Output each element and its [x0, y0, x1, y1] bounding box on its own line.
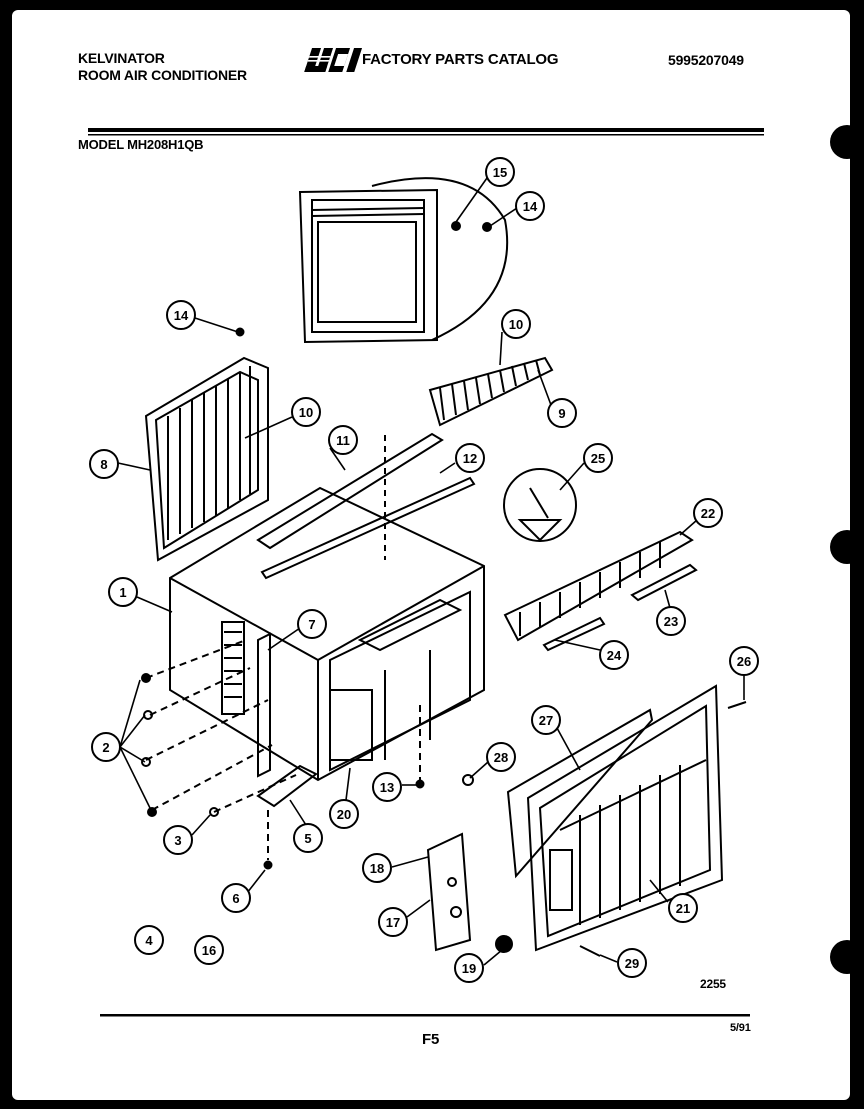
callout-14-upper: 14: [515, 191, 545, 221]
binder-hole-middle: [830, 530, 864, 564]
grille-bracket-drawing: [503, 530, 698, 652]
svg-text:14: 14: [523, 199, 538, 214]
callout-13: 13: [372, 772, 402, 802]
callout-19: 19: [454, 953, 484, 983]
parts-sheet: [12, 10, 850, 1100]
callout-24: 24: [599, 640, 629, 670]
callout-4: 4: [134, 925, 164, 955]
front-grille-drawing: [506, 684, 747, 952]
svg-text:10: 10: [299, 405, 313, 420]
control-panel-drawing: [426, 832, 601, 957]
product-type: ROOM AIR CONDITIONER: [78, 67, 247, 83]
callout-23: 23: [656, 606, 686, 636]
top-rail-drawing: [256, 432, 476, 580]
svg-text:5: 5: [304, 831, 311, 846]
catalog-title: FACTORY PARTS CATALOG: [362, 51, 559, 68]
svg-text:22: 22: [701, 506, 715, 521]
catalog-number: 5995207049: [668, 52, 744, 68]
svg-text:12: 12: [463, 451, 477, 466]
callout-10-upper: 10: [501, 309, 531, 339]
svg-text:6: 6: [232, 891, 239, 906]
callout-12: 12: [455, 443, 485, 473]
svg-text:13: 13: [380, 780, 394, 795]
svg-text:11: 11: [336, 433, 350, 448]
callout-21: 21: [668, 893, 698, 923]
footer-rule: [100, 1014, 750, 1017]
svg-text:15: 15: [493, 165, 507, 180]
cabinet-drawing: [169, 486, 485, 782]
svg-text:17: 17: [386, 915, 400, 930]
svg-text:9: 9: [558, 406, 565, 421]
callout-7: 7: [297, 609, 327, 639]
svg-text:23: 23: [664, 614, 678, 629]
callout-17: 17: [378, 907, 408, 937]
window-panel-drawing: [298, 177, 509, 344]
callout-16: 16: [194, 935, 224, 965]
side-panel-drawing: [144, 327, 269, 562]
svg-text:7: 7: [308, 617, 315, 632]
model-number: MODEL MH208H1QB: [78, 137, 204, 152]
callout-8: 8: [89, 449, 119, 479]
svg-text:18: 18: [370, 861, 384, 876]
callout-9: 9: [547, 398, 577, 428]
svg-text:29: 29: [625, 956, 639, 971]
svg-text:26: 26: [737, 654, 751, 669]
svg-text:8: 8: [100, 457, 107, 472]
svg-text:10: 10: [509, 317, 523, 332]
callout-5: 5: [293, 823, 323, 853]
callout-2: 2: [91, 732, 121, 762]
date-code: 5/91: [730, 1022, 751, 1034]
svg-text:28: 28: [494, 750, 508, 765]
binder-hole-bottom: [830, 940, 864, 974]
louver-strip-drawing: [428, 356, 554, 427]
header-rule-thin: [88, 134, 764, 136]
header-rule: [88, 128, 764, 132]
svg-text:14: 14: [174, 308, 189, 323]
svg-text:19: 19: [462, 961, 476, 976]
svg-text:1: 1: [119, 585, 126, 600]
svg-text:3: 3: [174, 833, 181, 848]
callout-1: 1: [108, 577, 138, 607]
svg-text:24: 24: [607, 648, 622, 663]
callout-28: 28: [486, 742, 516, 772]
page-code: F5: [422, 1031, 440, 1048]
svg-text:25: 25: [591, 451, 605, 466]
callout-20: 20: [329, 799, 359, 829]
callout-10-left: 10: [291, 397, 321, 427]
callout-29: 29: [617, 948, 647, 978]
callout-22: 22: [693, 498, 723, 528]
svg-text:16: 16: [202, 943, 216, 958]
svg-text:20: 20: [337, 807, 351, 822]
svg-text:2: 2: [102, 740, 109, 755]
drawing-number: 2255: [700, 977, 726, 991]
svg-text:4: 4: [145, 933, 153, 948]
callout-3: 3: [163, 825, 193, 855]
binder-hole-top: [830, 125, 864, 159]
brand-name: KELVINATOR: [78, 50, 165, 66]
base-pan-drawing: [256, 764, 318, 808]
callout-27: 27: [531, 705, 561, 735]
callout-6: 6: [221, 883, 251, 913]
svg-text:21: 21: [676, 901, 690, 916]
clip-detail-drawing: [503, 468, 577, 542]
callout-18: 18: [362, 853, 392, 883]
callout-11: 11: [328, 425, 358, 455]
screw-hardware-drawing: [145, 639, 421, 860]
callout-25: 25: [583, 443, 613, 473]
wci-logo: [304, 48, 363, 72]
callout-14-left: 14: [166, 300, 196, 330]
svg-text:27: 27: [539, 713, 553, 728]
callout-15: 15: [485, 157, 515, 187]
leader-lines: [117, 177, 745, 966]
callout-26: 26: [729, 646, 759, 676]
